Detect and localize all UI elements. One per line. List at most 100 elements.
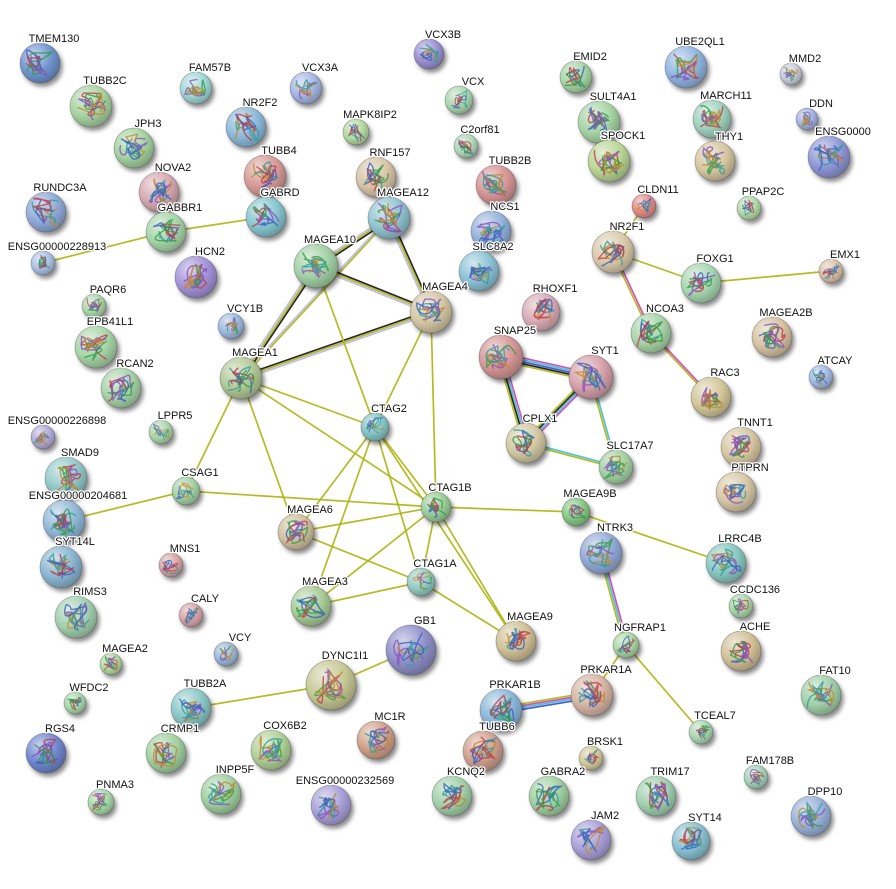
node-MAGEA1[interactable]: MAGEA1: [219, 346, 279, 400]
edge-GABBR1-ENSG00000228913[interactable]: [42, 231, 167, 264]
node-WFDC2[interactable]: WFDC2: [63, 681, 110, 715]
node-RNF157[interactable]: RNF157: [355, 146, 412, 198]
node-CPLX1[interactable]: CPLX1: [505, 412, 559, 464]
node-ENSG00000204681[interactable]: ENSG00000204681: [27, 489, 129, 543]
node-DYNC1I1[interactable]: DYNC1I1: [305, 649, 370, 711]
edge-CTAG2-MAGEA9[interactable]: [374, 426, 517, 642]
node-ENSG00000226898[interactable]: ENSG00000226898: [6, 414, 108, 450]
node-SPOCK1[interactable]: SPOCK1: [587, 129, 647, 183]
node-CTAG2[interactable]: CTAG2: [360, 402, 408, 442]
node-TMEM130[interactable]: TMEM130: [19, 32, 81, 84]
node-DDN[interactable]: DDN: [795, 97, 834, 131]
node-FAM178B[interactable]: FAM178B: [743, 754, 795, 790]
edge-NGFRAP1-TCEAL7[interactable]: [625, 644, 702, 733]
node-VCX3A[interactable]: VCX3A: [289, 61, 340, 105]
node-ENSG00000232569[interactable]: ENSG00000232569: [294, 774, 396, 826]
node-MMD2[interactable]: MMD2: [779, 52, 822, 86]
node-NTRK3[interactable]: NTRK3: [579, 521, 634, 575]
edge-CTAG1B-MAGEA9B[interactable]: [435, 506, 577, 513]
node-CSAG1[interactable]: CSAG1: [171, 466, 220, 506]
edge-CTAG1A-MAGEA6[interactable]: [295, 531, 422, 583]
node-GB1[interactable]: GB1: [385, 614, 437, 676]
node-VCX3B[interactable]: VCX3B: [413, 28, 462, 70]
node-LPPR5[interactable]: LPPR5: [148, 409, 194, 445]
node-C2orf81[interactable]: C2orf81: [453, 123, 501, 159]
node-GABBR1[interactable]: GABBR1: [145, 201, 204, 253]
node-TCEAL7[interactable]: TCEAL7: [688, 709, 737, 745]
node-MARCH11[interactable]: MARCH11: [692, 89, 753, 139]
edge-CTAG2-MAGEA3[interactable]: [310, 426, 376, 607]
node-MAGEA9B[interactable]: MAGEA9B: [561, 487, 618, 527]
node-MAPK8IP2[interactable]: MAPK8IP2: [342, 108, 398, 146]
node-MAGEA6[interactable]: MAGEA6: [277, 503, 334, 551]
edge-CTAG1B-MAGEA9[interactable]: [435, 506, 517, 642]
node-FAM57B[interactable]: FAM57B: [179, 61, 232, 105]
node-COX6B2[interactable]: COX6B2: [250, 719, 308, 771]
edge-MAGEA12-MAGEA1[interactable]: [239, 216, 391, 380]
edge-MAGEA9B-LRRC4B[interactable]: [575, 511, 727, 564]
node-CLDN11[interactable]: CLDN11: [631, 183, 680, 219]
node-MAGEA3[interactable]: MAGEA3: [290, 575, 349, 627]
node-MC1R[interactable]: MC1R: [356, 710, 407, 760]
node-MAGEA10[interactable]: MAGEA10: [293, 233, 357, 289]
node-EMID2[interactable]: EMID2: [559, 50, 608, 94]
edge-CTAG1B-MAGEA3[interactable]: [310, 506, 437, 607]
node-VCY1B[interactable]: VCY1B: [217, 302, 264, 340]
edge-CTAG2-CTAG1B[interactable]: [374, 426, 437, 508]
node-SLC8A2[interactable]: SLC8A2: [458, 240, 515, 292]
node-MNS1[interactable]: MNS1: [158, 542, 202, 578]
edge-MAGEA4-CTAG1B[interactable]: [430, 311, 437, 508]
node-NCS1[interactable]: NCS1: [470, 200, 521, 252]
node-PTPRN[interactable]: PTPRN: [715, 461, 770, 513]
node-TUBB2C[interactable]: TUBB2C: [69, 74, 128, 128]
node-NOVA2[interactable]: NOVA2: [138, 161, 193, 213]
node-LRRC4B[interactable]: LRRC4B: [705, 532, 763, 584]
node-CTAG1A[interactable]: CTAG1A: [406, 557, 459, 597]
node-TUBB4[interactable]: TUBB4: [243, 144, 298, 198]
node-MAGEA4[interactable]: MAGEA4: [409, 280, 469, 334]
node-SULT4A1[interactable]: SULT4A1: [577, 90, 638, 144]
node-CCDC136[interactable]: CCDC136: [728, 583, 781, 619]
edge-FOXG1-EMX1[interactable]: [700, 270, 832, 284]
node-EMX1[interactable]: EMX1: [818, 248, 861, 284]
edge-MAGEA10-CTAG2[interactable]: [315, 265, 376, 428]
node-TUBB2A[interactable]: TUBB2A: [170, 677, 228, 729]
node-PPAP2C[interactable]: PPAP2C: [736, 185, 786, 221]
node-RCAN2[interactable]: RCAN2: [100, 357, 155, 409]
node-PNMA3[interactable]: PNMA3: [87, 778, 135, 816]
node-INPP5F[interactable]: INPP5F: [200, 763, 256, 815]
node-BRSK1[interactable]: BRSK1: [578, 735, 624, 771]
edge-MAGEA1-MAGEA4[interactable]: [239, 309, 433, 381]
node-MAGEA2[interactable]: MAGEA2: [99, 642, 149, 676]
node-SLC17A7[interactable]: SLC17A7: [598, 439, 655, 485]
node-GABRD[interactable]: GABRD: [245, 186, 301, 238]
node-ATCAY[interactable]: ATCAY: [808, 354, 854, 390]
node-THY1[interactable]: THY1: [694, 130, 744, 182]
node-SYT1[interactable]: SYT1: [568, 344, 620, 400]
edge-CTAG1B-CSAG1[interactable]: [185, 490, 437, 508]
node-RAC3[interactable]: RAC3: [690, 366, 741, 418]
edge-MAGEA1-MAGEA6[interactable]: [240, 377, 297, 533]
node-CRMP1[interactable]: CRMP1: [145, 722, 201, 774]
node-VCY[interactable]: VCY: [213, 631, 253, 667]
node-ENSG0000[interactable]: ENSG0000: [807, 125, 872, 179]
node-CTAG1B[interactable]: CTAG1B: [420, 481, 473, 523]
node-JPH3[interactable]: JPH3: [113, 117, 163, 169]
node-TNNT1[interactable]: TNNT1: [720, 416, 774, 468]
node-GABRA2[interactable]: GABRA2: [528, 765, 587, 817]
node-SNAP25[interactable]: SNAP25: [478, 324, 537, 380]
node-MAGEA2B[interactable]: MAGEA2B: [751, 306, 814, 358]
node-EPB41L1[interactable]: EPB41L1: [74, 315, 135, 369]
node-SMAD9[interactable]: SMAD9: [44, 446, 100, 500]
node-TRIM17[interactable]: TRIM17: [635, 765, 691, 817]
node-ENSG00000228913[interactable]: ENSG00000228913: [6, 240, 108, 276]
node-UBE2QL1[interactable]: UBE2QL1: [664, 35, 726, 89]
node-ACHE[interactable]: ACHE: [720, 620, 772, 672]
node-PRKAR1B[interactable]: PRKAR1B: [479, 678, 542, 732]
node-MAGEA9[interactable]: MAGEA9: [495, 610, 554, 662]
node-JAM2[interactable]: JAM2: [570, 809, 620, 861]
edge-CTAG1B-MAGEA6[interactable]: [295, 506, 437, 533]
node-HCN2[interactable]: HCN2: [174, 245, 226, 299]
node-MAGEA12[interactable]: MAGEA12: [367, 186, 430, 240]
node-DPP10[interactable]: DPP10: [790, 785, 844, 837]
